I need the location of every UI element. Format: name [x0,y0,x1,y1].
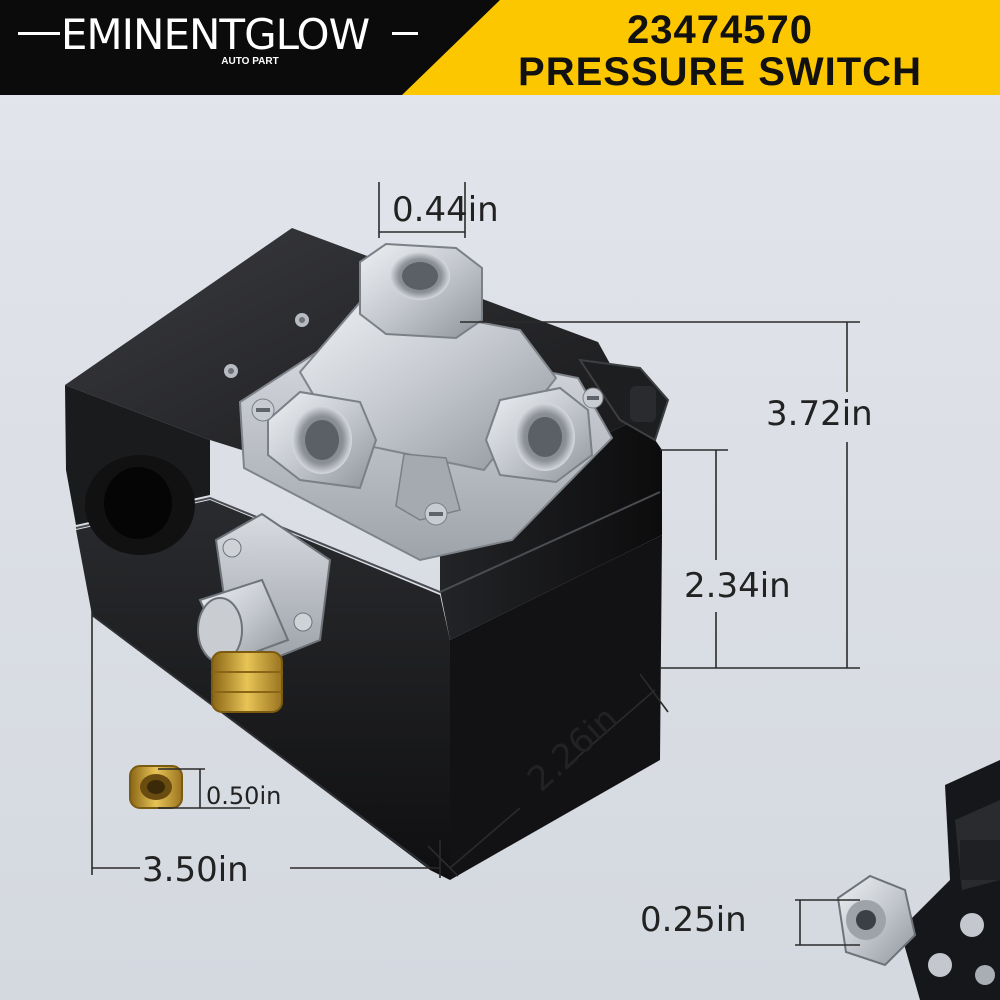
brand-banner: EMINENTGLOW AUTO PART [0,0,500,95]
dimension-width-label: 3.50in [142,850,249,890]
dimension-height-label: 3.72in [766,394,873,434]
brass-fitting-image [129,765,183,809]
dimension-fitting-label: 0.50in [206,782,282,810]
part-number: 23474570 [627,8,813,52]
brand-rule-right [392,32,418,35]
dimension-port-label: 0.44in [392,190,499,230]
product-title: PRESSURE SWITCH [518,50,922,94]
dimension-body-height-label: 2.34in [684,566,791,606]
brand-rule-left [18,32,60,35]
brand-tagline: AUTO PART [221,56,279,67]
brand-name: EMINENTGLOW [60,10,370,59]
dimension-valve-label: 0.25in [640,900,747,940]
